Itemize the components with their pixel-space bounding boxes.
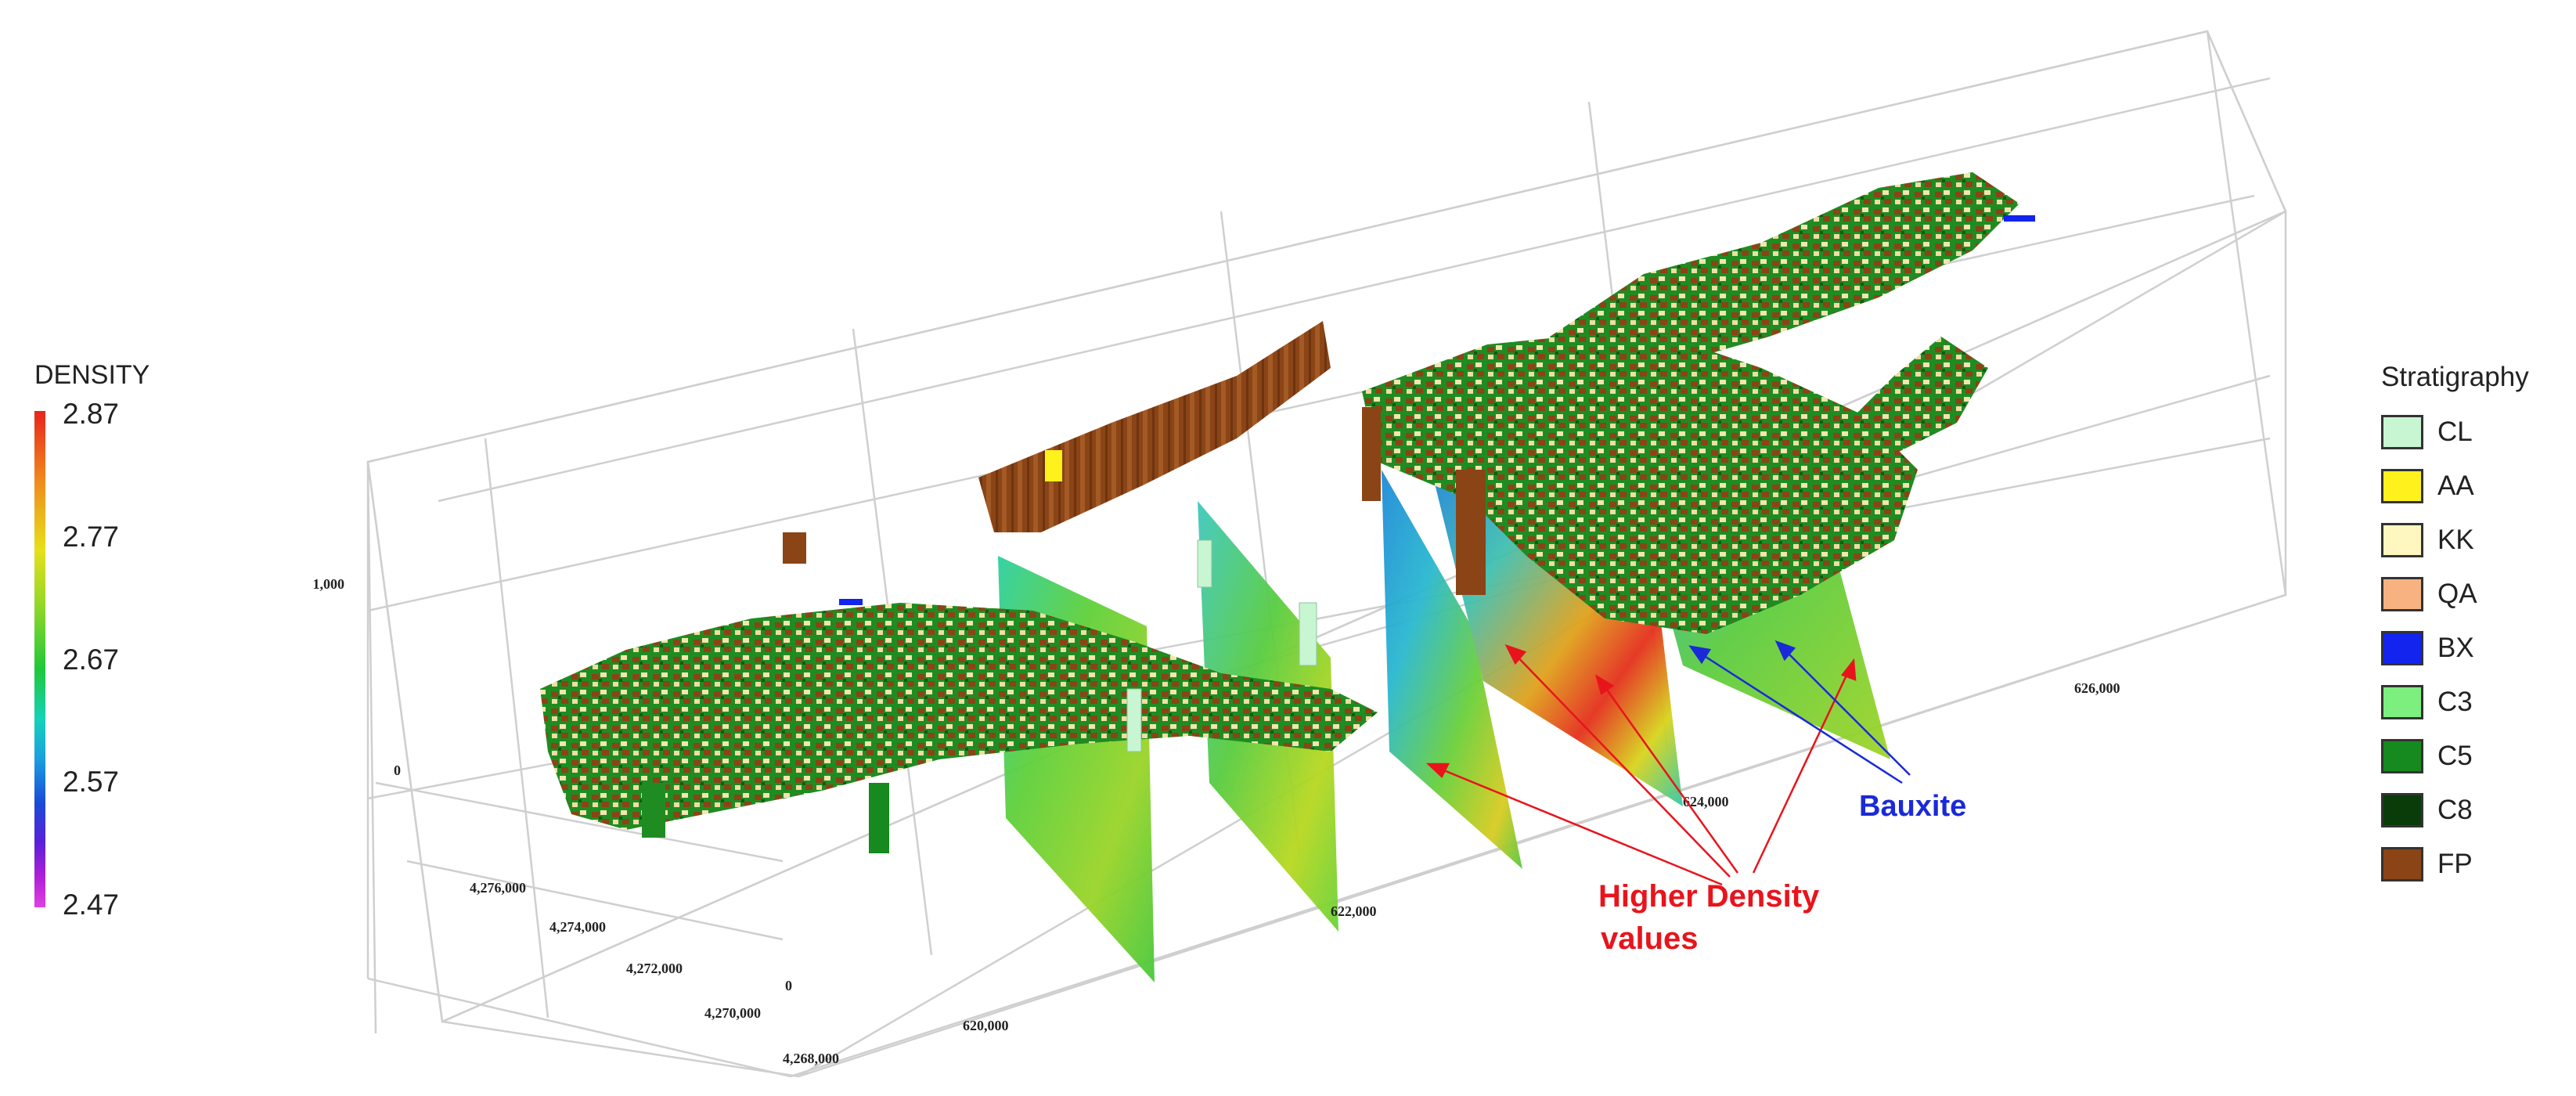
bauxite-arrows [1688, 640, 1911, 784]
bx-mark [839, 599, 863, 605]
legend-swatch-aa [2381, 469, 2423, 503]
easting-label: 620,000 [963, 1018, 1009, 1033]
northing-label: 4,270,000 [704, 1005, 761, 1021]
northing-label: 4,276,000 [470, 880, 526, 896]
legend-label-c5: C5 [2437, 741, 2473, 771]
legend-label-c8: C8 [2437, 795, 2473, 825]
density-colorbar [34, 411, 45, 907]
legend-swatch-fp [2381, 847, 2423, 881]
colorbar-tick: 2.87 [63, 398, 120, 430]
legend-label-c3: C3 [2437, 687, 2473, 717]
colorbar-tick: 2.67 [63, 644, 120, 676]
block-cluster-north [978, 321, 1331, 532]
legend-swatch-cl [2381, 415, 2423, 449]
tall-pillar [783, 532, 806, 564]
density-slice [1382, 470, 1522, 869]
legend-title: Stratigraphy [2381, 362, 2529, 392]
density-arrows [1425, 644, 1857, 886]
block-cluster-west [540, 603, 1378, 830]
northing-label: 4,274,000 [549, 919, 606, 935]
axis-labels: 1,000 0 0 4,276,000 4,274,000 4,272,000 … [313, 576, 2120, 1066]
higher-density-label-line2: values [1601, 921, 1699, 956]
colorbar-tick: 2.77 [63, 521, 120, 553]
easting-label: 626,000 [2074, 680, 2120, 696]
bounding-box-wireframe [366, 30, 2287, 1078]
tall-pillar [1299, 602, 1317, 666]
tall-pillar [869, 783, 889, 853]
legend-label-aa: AA [2437, 470, 2474, 501]
northing-label: 4,272,000 [626, 961, 683, 976]
legend-swatch-kk [2381, 523, 2423, 557]
legend-label-qa: QA [2437, 579, 2477, 609]
block-cluster-center [1362, 329, 1918, 634]
legend-swatch-c3 [2381, 685, 2423, 719]
tall-pillar [1362, 407, 1381, 501]
easting-label: 624,000 [1683, 794, 1729, 809]
tall-pillar [1045, 450, 1062, 481]
bauxite-label: Bauxite [1859, 790, 1966, 823]
colorbar-title: DENSITY [34, 360, 150, 390]
legend-swatch-qa [2381, 577, 2423, 611]
stratigraphy-blocks [540, 172, 2035, 853]
legend-swatch-c5 [2381, 739, 2423, 773]
colorbar-tick: 2.57 [63, 766, 120, 798]
legend-label-bx: BX [2437, 633, 2474, 663]
tall-pillar [1197, 539, 1212, 588]
tall-pillar [642, 783, 665, 838]
block-cluster-northeast [1847, 337, 1988, 454]
elevation-label: 1,000 [313, 576, 345, 592]
colorbar-tick: 2.47 [63, 889, 120, 921]
legend-label-cl: CL [2437, 416, 2473, 447]
legend-swatch-c8 [2381, 793, 2423, 827]
bx-mark [2004, 215, 2035, 222]
legend-label-fp: FP [2437, 849, 2473, 879]
tall-pillar [1126, 688, 1142, 752]
northing-label: 4,268,000 [783, 1051, 839, 1066]
elevation-label: 0 [785, 978, 792, 993]
legend-swatch-bx [2381, 631, 2423, 665]
legend-label-kk: KK [2437, 525, 2474, 555]
elevation-label: 0 [394, 763, 401, 778]
easting-label: 622,000 [1331, 903, 1377, 919]
higher-density-label: Higher Density [1598, 879, 1820, 914]
block-cluster-east [1550, 172, 2019, 376]
tall-pillar [1456, 470, 1486, 595]
